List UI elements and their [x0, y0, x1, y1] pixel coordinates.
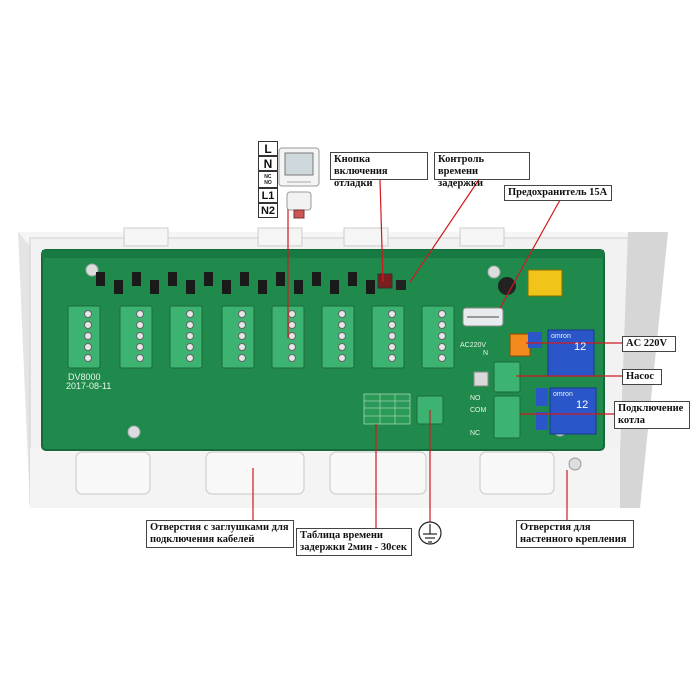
no-marking: NO	[470, 395, 481, 402]
relay-rating-1: 12	[574, 341, 587, 353]
ground-icon	[418, 521, 442, 545]
com-marking: COM	[470, 407, 487, 414]
board-model: DV8000	[68, 372, 101, 382]
ic-chip	[150, 280, 159, 294]
callout-wall-holes: Отверстия для настенного крепления	[516, 520, 634, 548]
legend-n2: N2	[258, 203, 278, 218]
ac-marking: AC220V	[460, 342, 487, 349]
relay-brand-1: omron	[551, 333, 571, 340]
ic-chip	[222, 280, 231, 294]
zone-terminal-block	[67, 305, 101, 369]
power-section	[377, 269, 563, 439]
ic-chip	[258, 280, 267, 294]
callout-delay-control: Контроль времени задержки	[434, 152, 530, 189]
ic-chip	[114, 280, 123, 294]
top-clips	[123, 227, 505, 247]
callout-boiler: Подключение котла	[614, 401, 690, 429]
zone-terminal-block	[421, 305, 455, 369]
ic-chip	[204, 272, 213, 286]
legend-l1: L1	[258, 188, 278, 203]
zone-terminal-block	[221, 305, 255, 369]
zone-terminal-block	[371, 305, 405, 369]
nc-marking: NC	[470, 430, 481, 437]
n-marking: N	[483, 350, 489, 357]
relay-brand-2: omron	[553, 391, 573, 398]
ic-chip	[330, 280, 339, 294]
thermostat-icon	[278, 147, 320, 187]
ic-chip	[96, 272, 105, 286]
ic-chip	[294, 280, 303, 294]
legend-live: L	[258, 141, 278, 156]
ic-chip	[276, 272, 285, 286]
ic-chip	[132, 272, 141, 286]
callout-delay-table: Таблица времени задержки 2мин - 30сек	[296, 528, 412, 556]
legend-neutral: N	[258, 156, 278, 171]
ic-chip	[168, 272, 177, 286]
wall-mount-hole	[568, 457, 582, 471]
zone-terminal-block	[119, 305, 153, 369]
relay-rating-2: 12	[576, 399, 589, 411]
legend-nc-no: NC NO	[258, 171, 278, 188]
cable-openings	[75, 451, 555, 495]
callout-ac220: AC 220V	[622, 336, 676, 352]
callout-cable-holes: Отверстия с заглушками для подключения к…	[146, 520, 294, 548]
callout-debug-button: Кнопка включения отладки	[330, 152, 428, 189]
ic-chip	[366, 280, 375, 294]
callout-fuse: Предохранитель 15А	[504, 185, 612, 201]
board-date: 2017-08-11	[66, 381, 112, 391]
relays	[547, 329, 597, 435]
callout-pump: Насос	[622, 369, 662, 385]
zone-terminal-block	[169, 305, 203, 369]
ic-chip	[240, 272, 249, 286]
leader-lines	[252, 177, 622, 528]
ic-chip	[348, 272, 357, 286]
actuator-icon	[286, 191, 312, 219]
zone-terminal-block	[321, 305, 355, 369]
delay-table	[363, 393, 411, 425]
ic-chip	[186, 280, 195, 294]
ic-row	[96, 272, 375, 294]
ic-chip	[312, 272, 321, 286]
